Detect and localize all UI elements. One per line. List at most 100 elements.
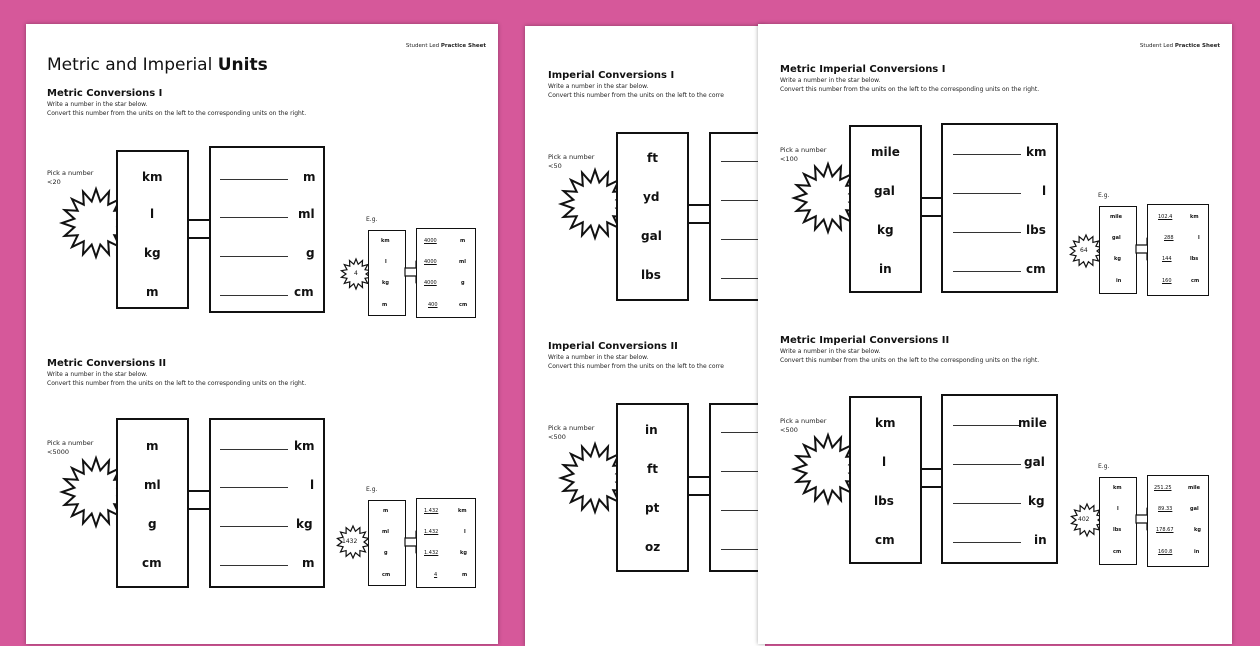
- answer-line[interactable]: [953, 193, 1021, 194]
- answer-line[interactable]: [220, 217, 288, 218]
- left-unit: l: [882, 455, 887, 469]
- instruction-line: Convert this number from the units on th…: [780, 357, 1040, 364]
- example-right-box: [1147, 204, 1209, 296]
- example-left-unit: ml: [382, 529, 389, 535]
- left-unit: in: [879, 262, 892, 276]
- answer-line[interactable]: [953, 503, 1021, 504]
- pick-number-label: Pick a number <20: [47, 169, 94, 186]
- example-right-unit: kg: [460, 550, 467, 556]
- example-left-unit: gal: [1112, 235, 1121, 241]
- answer-line[interactable]: [721, 278, 761, 279]
- example-right-unit: gal: [1190, 506, 1199, 512]
- example-label: E.g.: [366, 486, 378, 493]
- right-units-box: [941, 123, 1058, 293]
- page-title: Metric and Imperial Units: [47, 55, 268, 75]
- example-right-unit: lbs: [1190, 256, 1199, 262]
- example-star-value: 402: [1078, 516, 1090, 523]
- right-unit: mile: [1018, 416, 1047, 430]
- answer-line[interactable]: [721, 510, 761, 511]
- left-unit: l: [150, 207, 155, 221]
- right-units-box: [209, 418, 325, 588]
- example-answer: 4: [434, 572, 438, 578]
- example-star-value: 1432: [342, 538, 358, 545]
- example-star-value: 64: [1080, 247, 1088, 254]
- answer-line[interactable]: [721, 549, 761, 550]
- right-units-box: [709, 132, 765, 301]
- answer-line[interactable]: [953, 464, 1021, 465]
- example-right-unit: km: [458, 508, 467, 514]
- example-answer: 89.33: [1158, 506, 1173, 512]
- example-left-box: [1099, 206, 1137, 294]
- example-right-unit: kg: [1194, 527, 1201, 533]
- left-unit: kg: [877, 223, 894, 237]
- example-left-unit: cm: [382, 572, 391, 578]
- answer-line[interactable]: [220, 449, 288, 450]
- example-right-unit: m: [460, 238, 466, 244]
- answer-line[interactable]: [220, 295, 288, 296]
- worksheet-metric-units: Student Led Practice Sheet Metric and Im…: [26, 24, 498, 644]
- left-unit: ft: [647, 462, 658, 476]
- answer-line[interactable]: [953, 232, 1021, 233]
- example-right-unit: ml: [459, 259, 466, 265]
- example-right-unit: in: [1194, 549, 1200, 555]
- left-unit: m: [146, 285, 159, 299]
- answer-line[interactable]: [220, 526, 288, 527]
- answer-line[interactable]: [953, 542, 1021, 543]
- left-unit: pt: [645, 501, 660, 515]
- left-unit: in: [645, 423, 658, 437]
- example-answer: 4000: [424, 259, 437, 265]
- left-unit: ft: [647, 151, 658, 165]
- instruction-line: Convert this number from the units on th…: [780, 86, 1040, 93]
- example-left-unit: km: [1113, 485, 1122, 491]
- example-answer: 288: [1164, 235, 1174, 241]
- instruction-line: Convert this number from the units on th…: [47, 110, 307, 117]
- answer-line[interactable]: [953, 425, 1021, 426]
- star-answer-field[interactable]: [525, 26, 633, 516]
- left-unit: ml: [144, 478, 161, 492]
- section-heading: Metric Conversions II: [47, 358, 167, 369]
- answer-line[interactable]: [220, 256, 288, 257]
- answer-line[interactable]: [953, 154, 1021, 155]
- example-answer: 178.67: [1156, 527, 1174, 533]
- example-answer: 400: [428, 302, 438, 308]
- instruction-line: Write a number in the star below.: [47, 101, 148, 108]
- right-unit: l: [310, 478, 315, 492]
- left-unit: mile: [871, 145, 900, 159]
- answer-line[interactable]: [220, 487, 288, 488]
- worksheet-imperial-units: Imperial Conversions I Write a number in…: [525, 26, 765, 646]
- section-heading: Imperial Conversions I: [548, 70, 675, 81]
- example-answer: 160.8: [1158, 549, 1173, 555]
- section-heading: Imperial Conversions II: [548, 341, 678, 352]
- right-unit: km: [294, 439, 315, 453]
- answer-line[interactable]: [220, 179, 288, 180]
- example-left-unit: kg: [382, 280, 389, 286]
- practice-sheet-label: Student Led Practice Sheet: [405, 43, 486, 49]
- example-answer: 160: [1162, 278, 1172, 284]
- left-units-box: [116, 150, 189, 309]
- left-unit: lbs: [874, 494, 894, 508]
- answer-line[interactable]: [721, 239, 761, 240]
- practice-sheet-label: Student Led Practice Sheet: [1139, 43, 1220, 49]
- example-label: E.g.: [366, 216, 378, 223]
- example-right-unit: l: [464, 529, 466, 535]
- example-right-unit: cm: [459, 302, 468, 308]
- answer-line[interactable]: [220, 565, 288, 566]
- answer-line[interactable]: [721, 471, 761, 472]
- instruction-line: Convert this number from the units on th…: [47, 380, 307, 387]
- example-label: E.g.: [1098, 192, 1110, 199]
- left-units-box: [116, 418, 189, 588]
- left-unit: cm: [142, 556, 162, 570]
- right-units-box: [209, 146, 325, 313]
- example-star-icon: [339, 257, 373, 291]
- example-left-unit: cm: [1113, 549, 1122, 555]
- right-units-box: [709, 403, 765, 572]
- instruction-line: Write a number in the star below.: [548, 354, 649, 361]
- answer-line[interactable]: [721, 200, 761, 201]
- answer-line[interactable]: [721, 432, 761, 433]
- answer-line[interactable]: [953, 271, 1021, 272]
- instruction-line: Write a number in the star below.: [780, 348, 881, 355]
- example-star-icon: [1069, 233, 1103, 269]
- answer-line[interactable]: [721, 161, 761, 162]
- left-unit: m: [146, 439, 159, 453]
- example-right-box: [416, 228, 476, 318]
